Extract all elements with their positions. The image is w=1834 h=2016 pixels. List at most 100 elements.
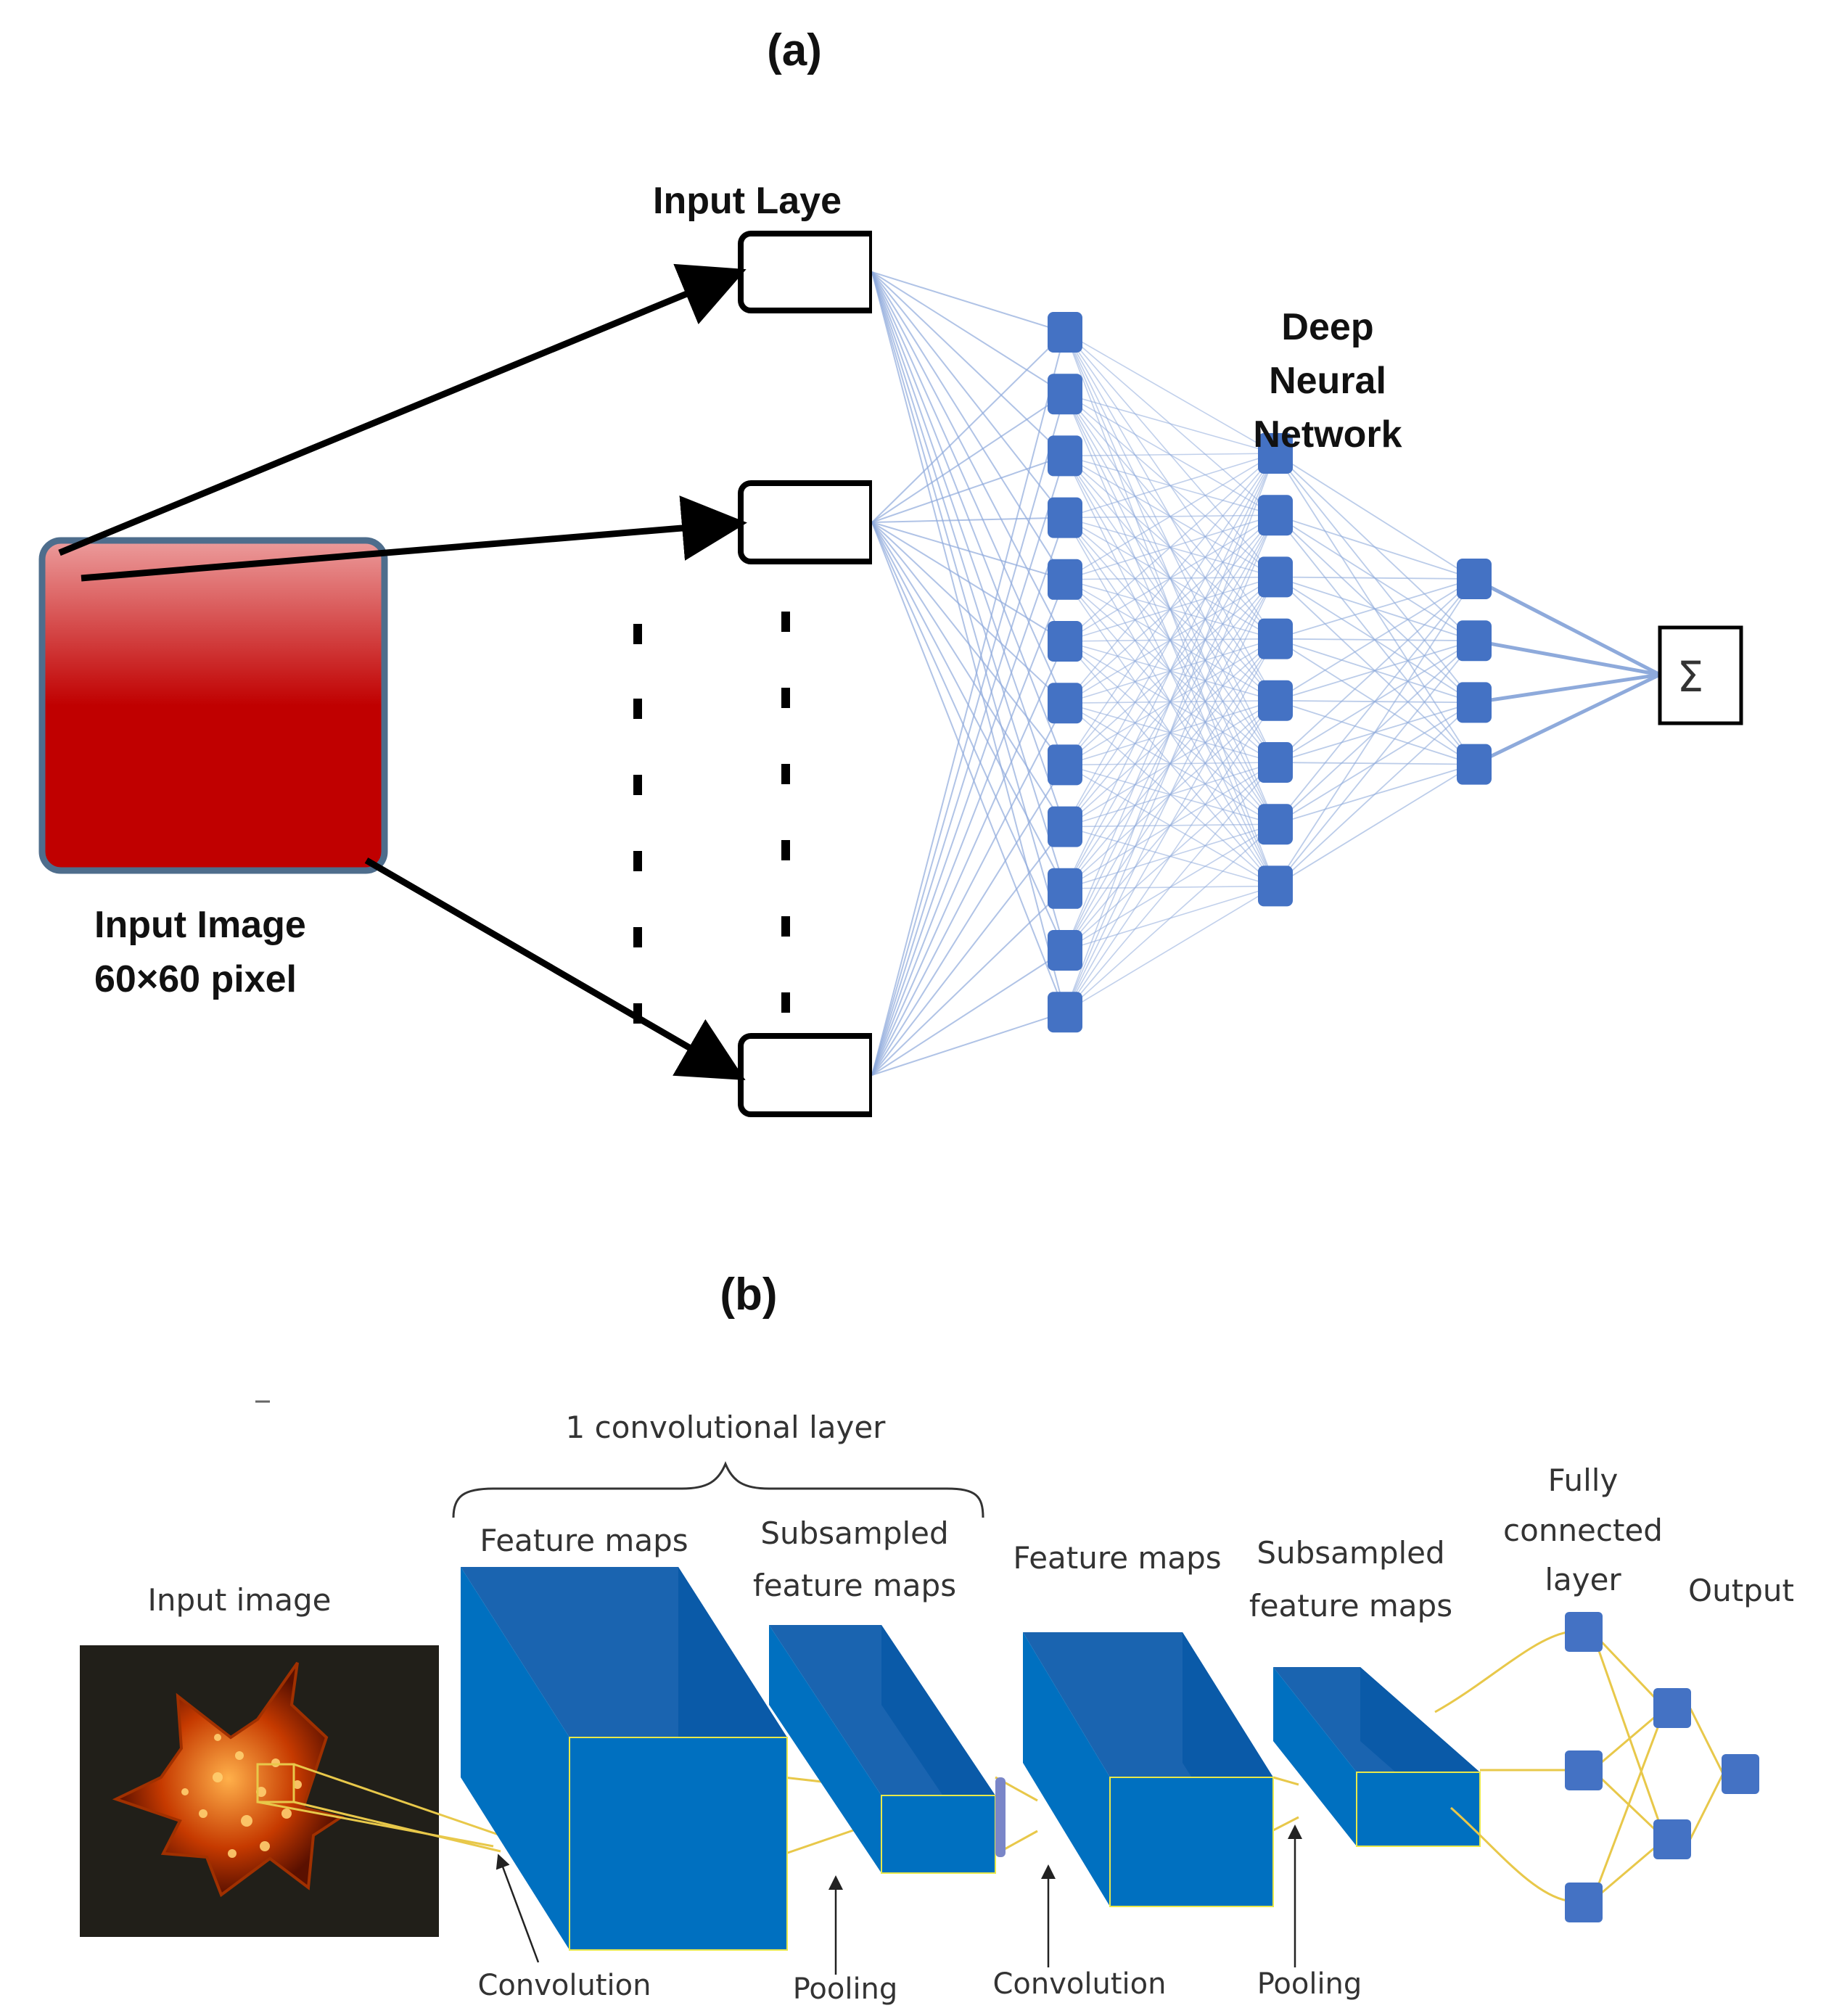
edge-input-to-hidden1 [871,888,1066,1076]
input-arrows [58,263,747,1081]
arrow-to-input-node-1 [58,263,747,556]
dnn-label-line1: Deep [1281,306,1373,348]
input-node-3 [738,1033,871,1117]
hidden-layer-2-node-3 [1258,556,1293,598]
hidden-layer-1-node-5 [1048,559,1082,600]
edge-hidden1-to-hidden2 [1064,700,1276,1013]
input-image-label-line1: Input Image [94,904,306,946]
hidden-layer-1-node-10 [1048,868,1082,909]
edge-input-to-hidden1 [871,393,1066,1076]
edge-hidden3-to-sum [1473,672,1661,704]
fc-label-line3: layer [1545,1562,1621,1597]
hidden-layer-1-node-9 [1048,806,1082,847]
hidden-layer-2-node-2 [1258,495,1293,536]
hidden-layer-1-node-2 [1048,374,1082,415]
input-image-box [38,537,388,874]
hidden-layer-1-node-6 [1048,621,1082,662]
edge-hidden2-to-hidden3 [1275,576,1475,580]
fc-node-3 [1565,1883,1603,1922]
hidden-layer-1-node-3 [1048,435,1082,477]
network-edges [871,271,1661,1076]
input-layer-label: Input Laye [653,180,842,222]
conv-layer-label: 1 convolutional layer [566,1410,887,1445]
edge-hidden1-to-hidden2 [1064,453,1276,827]
edge-hidden1-to-hidden2 [1064,453,1276,457]
edge-hidden1-to-hidden2 [1064,453,1276,580]
hidden-layer-3-node-3 [1457,682,1492,723]
fc-label-line2: connected [1503,1513,1663,1548]
hidden-layer-2-node-1 [1258,433,1293,474]
hidden-node-1 [1653,1688,1691,1728]
edge-hidden2-to-hidden3 [1275,763,1475,887]
hidden-layer-1-node-1 [1048,312,1082,353]
hidden-layer-2-node-8 [1258,865,1293,907]
edge-input-to-hidden1 [871,271,1066,1013]
edge-input-to-hidden1 [871,950,1066,1076]
edge-input-to-hidden1 [871,764,1066,1076]
dnn-label-line2: Neural [1269,360,1386,402]
subsampled-label-1-line2: feature maps [753,1568,956,1603]
input-image-cell [80,1645,439,1937]
pooling-label-1: Pooling [793,1972,898,2006]
edge-hidden2-to-hidden3 [1275,640,1475,886]
convolution-label-2: Convolution [993,1967,1167,2001]
convolution-label-1: Convolution [478,1969,651,2002]
edge-input-to-hidden1 [871,517,1066,1076]
edge-hidden3-to-sum [1473,638,1661,677]
edge-hidden1-to-hidden2 [1064,762,1276,1013]
edge-hidden1-to-hidden2 [1064,332,1276,454]
sum-box [1658,625,1743,725]
hidden-layer-1-node-11 [1048,930,1082,971]
edge-input-to-hidden1 [871,522,1066,766]
edge-hidden1-to-hidden2 [1064,514,1276,1013]
pooling-label-2: Pooling [1257,1967,1362,2001]
sum-symbol: Σ [1677,652,1704,702]
hidden-layer-3-node-2 [1457,620,1492,662]
edge-hidden1-to-hidden2 [1064,453,1276,951]
pointer-arrows [495,1824,1302,1975]
feature-maps-label-2: Feature maps [1013,1540,1221,1576]
edge-hidden1-to-hidden2 [1064,453,1276,519]
edge-hidden1-to-hidden2 [1064,577,1276,1013]
receptive-field-box [256,1763,295,1803]
edge-input-to-hidden1 [871,522,1066,580]
fc-connections [1434,1631,1724,1902]
hidden-layer-2-node-7 [1258,804,1293,845]
edge-input-to-hidden1 [871,517,1066,523]
edge-input-to-hidden1 [871,271,1066,457]
feature-maps-block-2 [1023,1632,1274,1907]
dnn-label-line3: Network [1253,414,1402,456]
edge-hidden2-to-hidden3 [1275,578,1475,763]
edge-hidden1-to-hidden2 [1064,453,1276,889]
hidden-layer-2-node-6 [1258,742,1293,783]
edge-hidden1-to-hidden2 [1064,453,1276,704]
edge-input-to-hidden1 [871,271,1066,951]
edge-input-to-hidden1 [871,271,1066,580]
edge-hidden1-to-hidden2 [1064,885,1276,1013]
arrow-to-input-node-2 [81,495,747,582]
ellipsis-dots [633,612,790,1024]
hidden-layer-1-node-8 [1048,744,1082,786]
edge-input-to-hidden1 [871,456,1066,1076]
hidden-layer-2-node-4 [1258,618,1293,659]
fc-node-2 [1565,1750,1603,1790]
edge-input-to-hidden1 [871,522,1066,704]
edge-input-to-hidden1 [871,702,1066,1076]
hidden-layer-1-node-4 [1048,497,1082,538]
subsampled-label-2-line2: feature maps [1249,1588,1452,1624]
hidden-node-2 [1653,1819,1691,1859]
edge-hidden1-to-hidden2 [1064,453,1276,1013]
input-node-2 [738,480,871,564]
subsampled-block-1 [769,1625,1006,1874]
edge-hidden2-to-hidden3 [1275,578,1475,640]
edge-input-to-hidden1 [871,271,1066,519]
edge-hidden1-to-hidden2 [1064,393,1276,454]
feature-maps-block-1 [461,1567,788,1951]
edge-input-to-hidden1 [871,522,1066,828]
edge-input-to-hidden1 [871,271,1066,765]
edge-input-to-hidden1 [871,271,1066,642]
edge-input-to-hidden1 [871,271,1066,704]
edge-hidden1-to-hidden2 [1064,453,1276,642]
hidden-layer-1-node-12 [1048,992,1082,1033]
